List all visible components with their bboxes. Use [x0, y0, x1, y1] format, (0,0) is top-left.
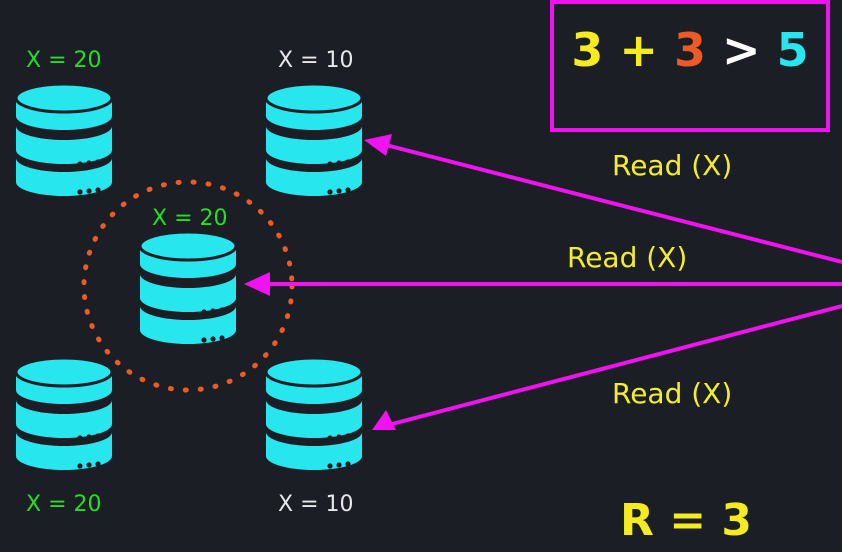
- node-label-bottom-right: X = 10: [278, 492, 354, 517]
- equation-w: 3: [673, 23, 706, 77]
- node-label-top-left: X = 20: [26, 48, 102, 73]
- database-icon-top-left: [14, 82, 114, 198]
- database-icon-bottom-left: [14, 356, 114, 472]
- arrow-label-top-right: Read (X): [612, 149, 733, 182]
- equation-n: 5: [776, 23, 809, 77]
- equation-greater-than: >: [722, 23, 761, 77]
- arrowhead-center-icon: [244, 272, 270, 296]
- arrow-to-bottom-right: [391, 304, 842, 426]
- quorum-equation: 3 + 3 > 5: [554, 22, 826, 78]
- database-icon-center: [138, 230, 238, 346]
- equation-r: 3: [571, 23, 604, 77]
- database-icon-top-right: [264, 82, 364, 198]
- node-label-center: X = 20: [152, 206, 228, 231]
- arrow-to-top-right: [381, 142, 842, 264]
- read-quorum-label: R = 3: [620, 495, 752, 546]
- database-icon-bottom-right: [264, 356, 364, 472]
- arrowhead-bottom-right-icon: [372, 410, 396, 430]
- node-label-bottom-left: X = 20: [26, 492, 102, 517]
- arrow-label-center: Read (X): [567, 241, 688, 274]
- equation-plus: +: [619, 23, 658, 77]
- node-label-top-right: X = 10: [278, 48, 354, 73]
- arrowhead-top-right-icon: [364, 134, 392, 156]
- quorum-equation-box: 3 + 3 > 5: [550, 0, 830, 132]
- arrow-label-bottom-right: Read (X): [612, 377, 733, 410]
